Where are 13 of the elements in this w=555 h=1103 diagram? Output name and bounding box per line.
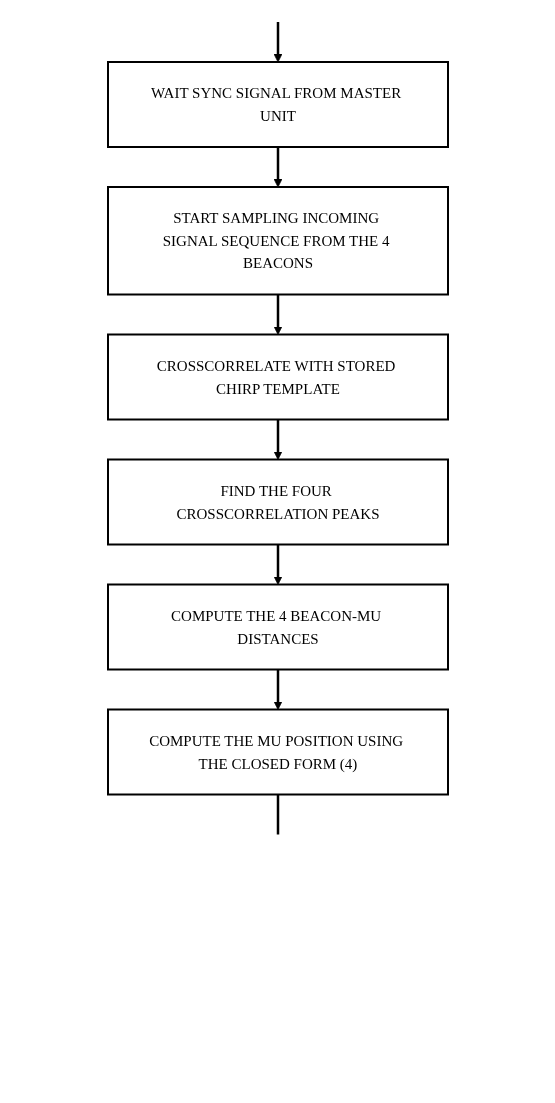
node-box: START SAMPLING INCOMING SIGNAL SEQUENCE FROM THE 4 BEACONS bbox=[106, 186, 449, 296]
node-box: COMPUTE THE MU POSITION USING THE CLOSED FORM (4) bbox=[106, 708, 449, 796]
arrow bbox=[273, 419, 282, 460]
arrow bbox=[273, 544, 282, 585]
node-box: CROSSCORRELATE WITH STORED CHIRP TEMPLATE bbox=[106, 333, 449, 421]
node-box: COMPUTE THE 4 BEACON-MU DISTANCES bbox=[106, 583, 449, 671]
connector bbox=[276, 794, 279, 835]
arrow bbox=[273, 669, 282, 710]
node-box: FIND THE FOUR CROSSCORRELATION PEAKS bbox=[106, 458, 449, 546]
arrow bbox=[273, 294, 282, 335]
node-box: WAIT SYNC SIGNAL FROM MASTER UNIT bbox=[106, 61, 449, 148]
arrow bbox=[273, 22, 282, 63]
arrow bbox=[273, 147, 282, 188]
